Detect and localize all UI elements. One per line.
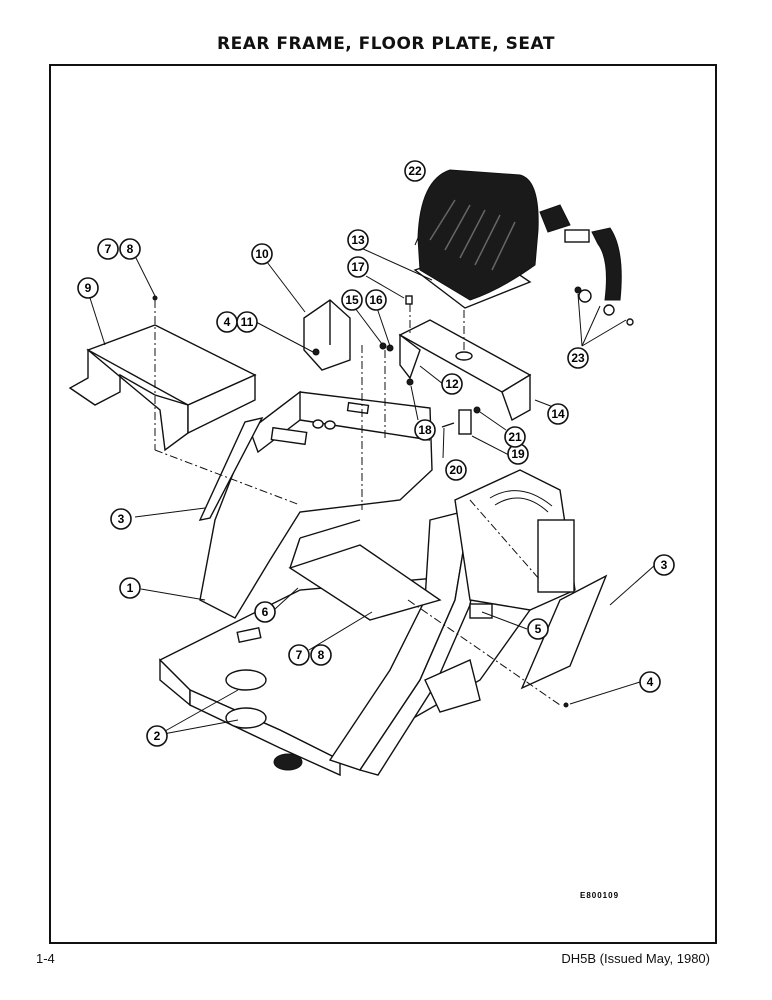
bracket-part — [303, 299, 351, 371]
callout-5: 5 — [527, 618, 549, 640]
callout-11: 11 — [236, 311, 258, 333]
callout-2: 2 — [146, 725, 168, 747]
svg-text:10: 10 — [255, 247, 269, 261]
svg-text:3: 3 — [118, 512, 125, 526]
drawing-frame — [49, 64, 717, 944]
svg-text:5: 5 — [535, 622, 542, 636]
page-number: 1-4 — [36, 951, 55, 966]
callout-9: 9 — [77, 277, 99, 299]
callout-21: 21 — [504, 426, 526, 448]
svg-text:14: 14 — [551, 407, 565, 421]
svg-text:4: 4 — [647, 675, 654, 689]
callout-4-bottom: 4 — [639, 671, 661, 693]
svg-text:11: 11 — [241, 315, 254, 329]
callout-20: 20 — [445, 459, 467, 481]
svg-text:8: 8 — [127, 242, 134, 256]
svg-text:7: 7 — [296, 648, 303, 662]
callout-3-right: 3 — [653, 554, 675, 576]
svg-text:15: 15 — [345, 293, 359, 307]
svg-text:9: 9 — [85, 281, 92, 295]
callout-13: 13 — [347, 229, 369, 251]
callout-8-top: 8 — [119, 238, 141, 260]
callout-15: 15 — [341, 289, 363, 311]
callout-6: 6 — [254, 601, 276, 623]
hardware — [152, 286, 634, 708]
svg-text:17: 17 — [351, 260, 365, 274]
callout-16: 16 — [365, 289, 387, 311]
callout-1: 1 — [119, 577, 141, 599]
callout-22: 22 — [404, 160, 426, 182]
svg-text:19: 19 — [511, 447, 525, 461]
rear-frame-part — [158, 390, 576, 777]
seat-part — [417, 169, 622, 316]
svg-text:8: 8 — [318, 648, 325, 662]
callout-14: 14 — [547, 403, 569, 425]
callout-19: 19 — [507, 443, 529, 465]
callout-8-bottom: 8 — [310, 644, 332, 666]
callout-7-top: 7 — [97, 238, 119, 260]
seat-support-part — [398, 319, 532, 435]
callout-17: 17 — [347, 256, 369, 278]
svg-text:13: 13 — [351, 233, 365, 247]
svg-text:7: 7 — [105, 242, 112, 256]
svg-text:16: 16 — [369, 293, 383, 307]
svg-text:22: 22 — [408, 164, 422, 178]
leader-lines — [89, 237, 656, 736]
callout-12: 12 — [441, 373, 463, 395]
assembly-lines — [154, 300, 561, 706]
page-title: REAR FRAME, FLOOR PLATE, SEAT — [217, 34, 555, 54]
svg-text:3: 3 — [661, 558, 668, 572]
svg-text:21: 21 — [508, 430, 522, 444]
drawing-code: E800109 — [580, 891, 619, 900]
svg-text:20: 20 — [449, 463, 463, 477]
svg-text:1: 1 — [127, 581, 134, 595]
document-id: DH5B (Issued May, 1980) — [561, 951, 710, 966]
svg-text:2: 2 — [154, 729, 161, 743]
callout-18: 18 — [414, 419, 436, 441]
callout-7-bottom: 7 — [288, 644, 310, 666]
left-side-plate — [198, 416, 264, 521]
svg-text:18: 18 — [418, 423, 432, 437]
svg-text:6: 6 — [262, 605, 269, 619]
floor-plate-part — [68, 324, 257, 452]
callout-4-top: 4 — [216, 311, 238, 333]
svg-text:4: 4 — [224, 315, 231, 329]
callout-23: 23 — [567, 347, 589, 369]
svg-text:12: 12 — [445, 377, 459, 391]
callout-10: 10 — [251, 243, 273, 265]
callout-3-left: 3 — [110, 508, 132, 530]
svg-text:23: 23 — [571, 351, 585, 365]
